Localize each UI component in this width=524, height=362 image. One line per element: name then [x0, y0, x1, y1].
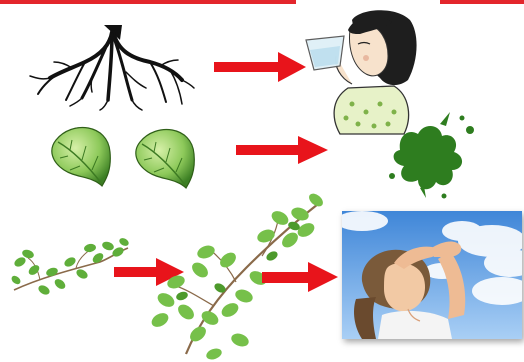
small-leafy-branch-icon — [10, 236, 130, 296]
red-arrow-icon — [214, 52, 306, 82]
photo-svg — [342, 211, 522, 339]
roots-icon — [30, 25, 194, 110]
leaf-icon — [136, 130, 194, 189]
red-arrow-icon — [262, 262, 338, 292]
girl-shading-eyes-photo — [342, 211, 522, 339]
girl-drinking-water-icon — [306, 10, 417, 134]
leaf-icon — [52, 128, 110, 187]
red-arrow-icon — [236, 136, 328, 164]
